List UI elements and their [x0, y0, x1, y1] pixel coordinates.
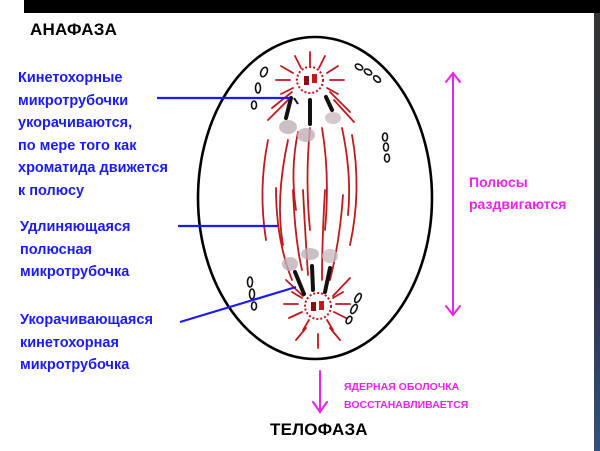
label-line: Кинетохорные	[18, 70, 123, 86]
label-poles-separate: Полюсы раздвигаются	[469, 171, 566, 215]
label-line: укорачиваются,	[18, 115, 133, 131]
label-line: раздвигаются	[469, 196, 567, 212]
cell-membrane	[196, 35, 434, 361]
label-line: Полюсы	[469, 174, 528, 190]
label-line: полюсная	[20, 241, 93, 258]
label-line: Удлиняющаяся	[20, 219, 131, 235]
label-line: ВОССТАНАВЛИВАЕТСЯ	[344, 399, 469, 411]
label-line: Укорачивающаяся	[20, 312, 153, 328]
slide-right-frame	[594, 13, 600, 451]
spindle-microtubules	[261, 51, 358, 349]
poles-separate-arrow-icon	[445, 71, 461, 317]
label-line: хроматида движется	[18, 160, 168, 176]
label-line: микротрубочки	[18, 92, 129, 109]
leader-lines	[157, 96, 297, 324]
label-line: ЯДЕРНАЯ ОБОЛОЧКА	[344, 381, 460, 393]
slide-top-frame	[24, 0, 600, 13]
label-kinetochore-microtubules-shortening: Кинетохорные микротрубочки укорачиваются…	[18, 67, 168, 202]
label-line: кинетохорная	[20, 334, 119, 351]
chromatids-bottom	[282, 248, 338, 296]
label-nuclear-envelope-restored: ЯДЕРНАЯ ОБОЛОЧКА ВОССТАНАВЛИВАЕТСЯ	[344, 378, 468, 414]
chromatids-top	[279, 95, 341, 142]
centrosome-bottom	[304, 292, 332, 320]
down-arrow-icon	[312, 370, 328, 414]
organelles	[246, 63, 391, 325]
label-line: микротрубочка	[20, 357, 130, 373]
label-line: микротрубочка	[20, 264, 130, 280]
label-line: к полюсу	[18, 182, 85, 199]
anaphase-title: АНАФАЗА	[30, 20, 118, 39]
centrosome-top	[296, 66, 324, 94]
telophase-title: ТЕЛОФАЗА	[270, 420, 368, 439]
label-elongating-polar-microtubule: Удлиняющаяся полюсная микротрубочка	[20, 216, 131, 284]
label-shortening-kinetochore-microtubule: Укорачивающаяся кинетохорная микротрубоч…	[20, 309, 153, 377]
label-line: по мере того как	[18, 137, 137, 154]
